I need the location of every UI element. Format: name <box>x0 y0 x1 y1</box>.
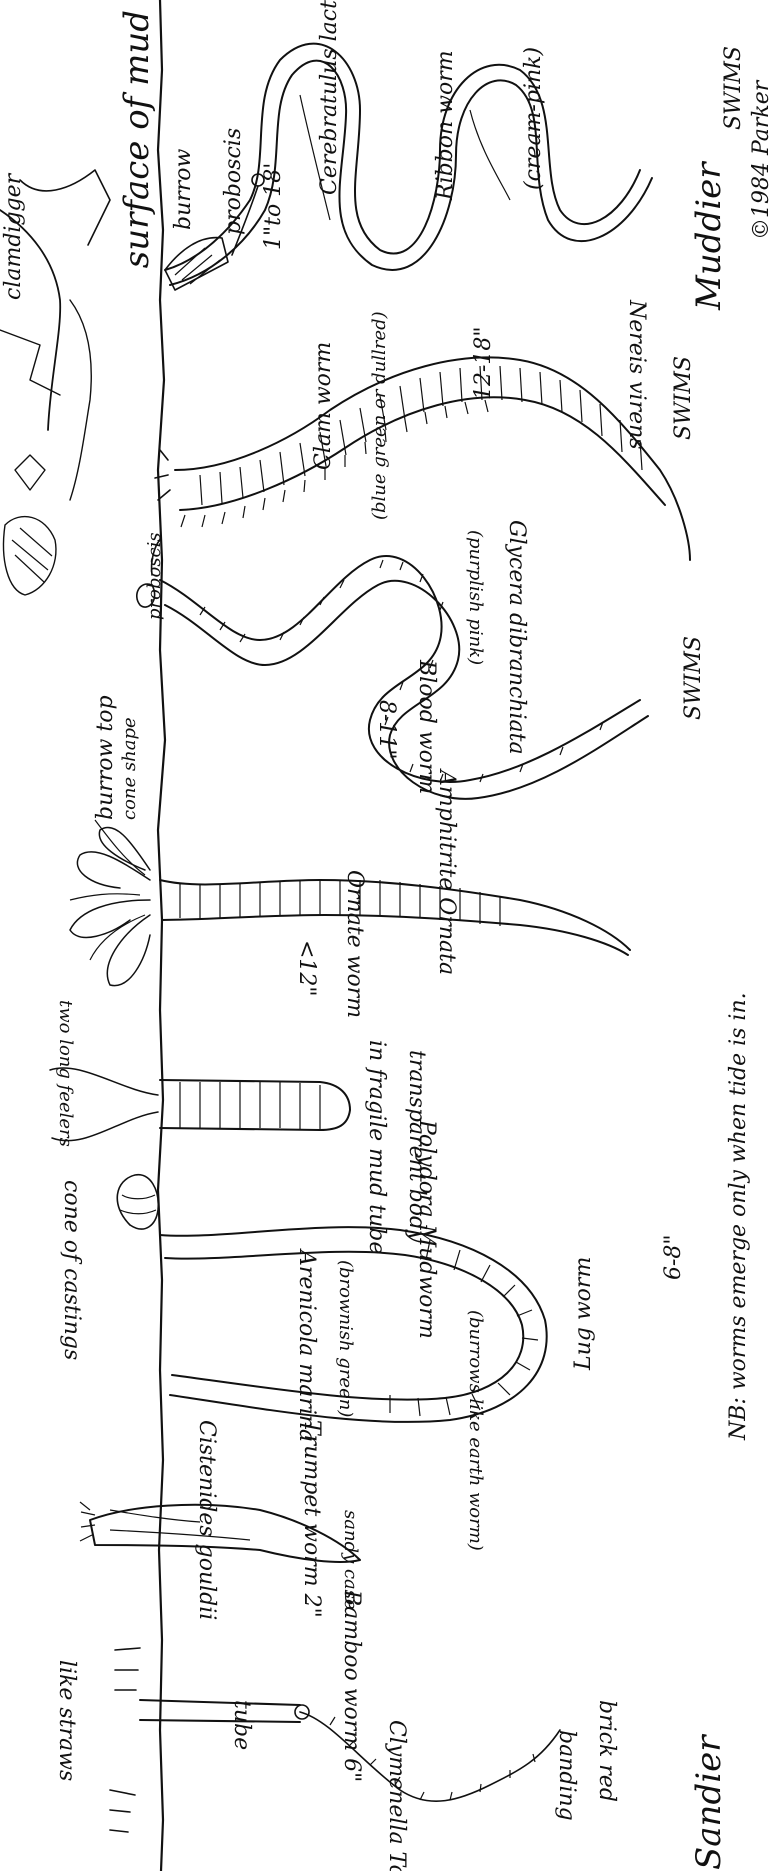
polydora-mudworm <box>50 1068 350 1141</box>
cone-shape-label: cone shape <box>119 717 140 820</box>
nereis-label: Nereis virens <box>624 299 649 450</box>
lug-worm-label: Lug worm <box>571 1257 596 1371</box>
blood-size-label: 8-11" <box>374 700 399 760</box>
cistenides-label: Cistenides gouldii <box>194 1420 219 1620</box>
swims-label-1: SWIMS <box>721 46 746 130</box>
copyright-label: ©1984 Parker <box>749 79 774 240</box>
lug-burrows-label: (burrows like earth worm) <box>465 1310 486 1551</box>
blood-worm <box>137 540 648 799</box>
polydora-label: Polydora Mudworm <box>414 1119 439 1339</box>
nb-note-label: NB: worms emerge only when tide is in. <box>726 992 751 1441</box>
cerebratulus-label: Cerebratulus lacteus <box>317 0 342 195</box>
cone-castings-label: cone of castings <box>59 1180 84 1360</box>
clam-size-label: 12-18" <box>471 326 496 400</box>
two-long-feelers-label: two long feelers <box>55 1000 76 1147</box>
glycera-label: Glycera dibranchiata <box>504 520 529 755</box>
ornate-worm-label: Ornate worm <box>342 870 367 1018</box>
sandier-label: Sandier <box>689 1734 729 1870</box>
swims-label-2: SWIMS <box>671 356 696 440</box>
blood-color-label: (purplish pink) <box>465 530 486 665</box>
clam-worm <box>155 357 690 560</box>
clymenella-label: Clymenella Torquata <box>384 1720 409 1871</box>
surface-of-mud-label: surface of mud <box>117 10 157 268</box>
tube-label: tube <box>229 1700 254 1750</box>
ornate-size-label: <12" <box>294 940 319 997</box>
bamboo-worm <box>110 1648 560 1832</box>
mud-surface-line <box>158 0 165 1871</box>
banding-label: banding <box>554 1730 579 1821</box>
trumpet-worm-label: Trumpet worm 2" <box>299 1420 324 1618</box>
swims-label-3: SWIMS <box>681 636 706 720</box>
bamboo-worm-label: Bamboo worm 6" <box>339 1589 364 1782</box>
amphitrite-label: Amphitrite Ornata <box>434 768 459 975</box>
cream-pink-label: (cream-pink) <box>521 47 546 190</box>
like-straws-label: like straws <box>54 1660 79 1781</box>
brick-red-label: brick red <box>594 1700 619 1802</box>
clam-worm-label: Clam worm <box>311 342 336 470</box>
muddier-label: Muddier <box>689 161 729 311</box>
burrow-label: burrow <box>171 148 196 230</box>
brownish-green-label: (brownish green) <box>335 1260 356 1417</box>
proboscis-blood-label: proboscis <box>144 532 165 620</box>
ribbon-worm-label: Ribbon worm <box>433 50 458 201</box>
burrow-top-label: burrow top <box>93 695 118 820</box>
lug-size-label: 6-8" <box>661 1234 686 1280</box>
clamdigger-label: clamdigger <box>1 172 26 300</box>
proboscis-ribbon-label: proboscis <box>221 128 246 235</box>
mud-tube-label: in fragile mud tube <box>364 1040 389 1254</box>
arenicola-label: Arenicola marina <box>294 1248 319 1442</box>
clam-worm-color-label: (blue green or dullred) <box>369 311 390 520</box>
ribbon-size-label: 1"to 18' <box>261 163 286 250</box>
